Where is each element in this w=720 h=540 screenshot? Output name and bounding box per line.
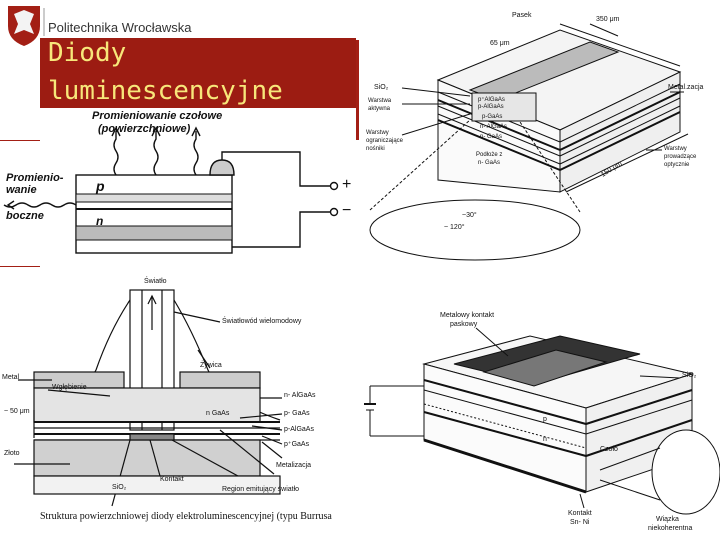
label-p-right: p — [543, 416, 547, 423]
label-fiber: Światłowód wielomodowy — [222, 318, 302, 325]
label-pasek: Pasek — [512, 12, 532, 19]
university-name: Politechnika Wrocławska — [48, 20, 192, 35]
layer-p-label: p — [96, 178, 105, 194]
label-p-gaas: p- GaAs — [284, 410, 310, 417]
label-layer-5: n- GaAs — [480, 134, 503, 140]
label-sio2: SiO₂ — [374, 84, 389, 91]
label-front-face: Czoło — [600, 446, 618, 453]
label-contact-snni-1: Kontakt — [568, 510, 592, 517]
label-strip-contact-2: paskowy — [450, 321, 478, 328]
accent-line — [356, 40, 359, 140]
figure-caption: Struktura powierzchniowej diody elektrol… — [40, 511, 332, 522]
accent-line — [0, 140, 40, 141]
label-waveguide-3: optycznie — [664, 162, 690, 168]
label-layer-2: p-AlGaAs — [478, 104, 504, 110]
label-emitting-region: Region emitujący światło — [222, 486, 300, 493]
label-layer-3: p-GaAs — [482, 114, 503, 120]
label-substrate-1: Podłoże z — [476, 152, 503, 158]
stripe-led-diagram — [369, 23, 689, 261]
plus-terminal: + — [342, 176, 352, 193]
edge-led-diagram — [364, 327, 720, 515]
label-confining-2: ograniczające — [366, 138, 404, 144]
label-width-65: 65 μm — [490, 40, 510, 47]
heading-front-emission: Promieniowanie czołowe — [92, 110, 223, 122]
label-beam-1: Wiązka — [656, 516, 679, 523]
label-beam-2: niekoherentna — [648, 525, 693, 532]
label-metal: Metal — [2, 374, 20, 381]
label-strip-contact-1: Metalowy kontakt — [440, 312, 495, 319]
label-gold: Złoto — [4, 450, 20, 457]
heading-front-emission-sub: (powierzchniowe) — [98, 123, 191, 135]
label-metallization: Metalizacja — [276, 462, 312, 469]
slide-title-line-1: Diody — [48, 38, 127, 68]
label-p-algaas: p-AlGaAs — [284, 426, 314, 433]
label-layer-4: n- AlGaAs — [480, 124, 508, 130]
label-active-layer-2: aktywna — [368, 106, 391, 112]
label-contact: Kontakt — [160, 476, 184, 483]
label-confining-3: nośniki — [366, 146, 385, 152]
title-box: Diody luminescencyjne — [40, 38, 356, 108]
label-substrate-2: n- GaAs — [478, 160, 501, 166]
label-pplus-gaas: p⁺GaAs — [284, 441, 310, 448]
side-emission-label-2: wanie — [6, 184, 37, 196]
label-dim-50: ~ 50 μm — [4, 408, 30, 415]
label-angle-120: ~ 120° — [444, 224, 465, 231]
label-waveguide-1: Warstwy — [664, 146, 687, 152]
label-waveguide-2: prowadzące — [664, 154, 697, 160]
university-logo — [8, 6, 40, 46]
label-sio2-right: SiO₂ — [682, 372, 697, 379]
side-emission-label-3: boczne — [6, 210, 44, 222]
burrus-led-diagram — [14, 289, 283, 507]
front-emission-diagram — [3, 126, 339, 254]
label-light: Światło — [144, 278, 167, 285]
label-n-gaas: n GaAs — [206, 410, 230, 417]
label-metalization: Metal.zacja — [668, 84, 704, 91]
accent-line — [0, 266, 40, 267]
side-emission-label-1: Promienio- — [6, 172, 64, 184]
layer-n-label: n — [96, 214, 104, 228]
minus-terminal: − — [342, 202, 352, 219]
label-n-right: n — [543, 436, 547, 443]
label-epoxy: Żywica — [200, 362, 222, 369]
label-contact-snni-2: Sn- Ni — [570, 519, 590, 526]
slide-title-line-2: luminescencyjne — [48, 76, 283, 106]
label-layer-1: p⁺AlGaAs — [478, 97, 505, 103]
label-angle-30: ~30° — [462, 212, 477, 219]
label-width-350: 350 μm — [596, 16, 620, 23]
label-well: Wgłębienie — [52, 384, 87, 391]
label-confining-1: Warstwy — [366, 130, 389, 136]
label-n-algaas: n- AlGaAs — [284, 392, 316, 399]
label-active-layer-1: Warstwa — [368, 98, 392, 104]
label-sio2-bottom: SiO₂ — [112, 484, 127, 491]
